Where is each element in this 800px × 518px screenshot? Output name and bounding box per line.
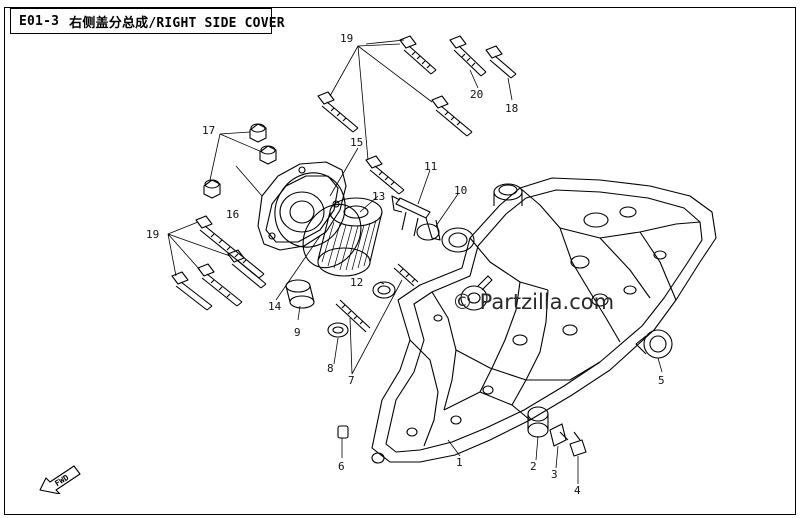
stud-bolt-7-b[interactable]	[393, 263, 419, 287]
bolt-19-top-c[interactable]	[431, 95, 473, 137]
dowel-pin-6[interactable]	[337, 425, 349, 439]
right-side-cover[interactable]	[371, 177, 717, 464]
diagram-title-text: 右侧盖分总成/RIGHT SIDE COVER	[69, 15, 285, 31]
bolt-19-left-c[interactable]	[197, 263, 243, 307]
watermark: © Partzilla.com	[452, 290, 615, 314]
diagram-frame	[4, 7, 796, 515]
drain-bolt-4[interactable]	[559, 431, 587, 457]
oil-filter-element-13[interactable]	[317, 197, 383, 277]
o-ring-14[interactable]	[291, 193, 373, 279]
bolt-19-left-a[interactable]	[195, 215, 265, 279]
o-ring-12[interactable]	[372, 281, 396, 299]
collar-9[interactable]	[285, 279, 315, 309]
callout-7: 7	[348, 374, 355, 387]
callout-14: 14	[268, 300, 282, 313]
o-ring-10[interactable]	[416, 223, 440, 241]
callout-15: 15	[350, 136, 363, 149]
nut-17-a[interactable]	[249, 123, 267, 143]
callout-20: 20	[470, 88, 483, 101]
bolt-19-top-d[interactable]	[365, 155, 405, 195]
oil-filter-cover-16[interactable]	[257, 161, 347, 251]
callout-6: 6	[338, 460, 345, 473]
callout-10: 10	[454, 184, 467, 197]
callout-11: 11	[424, 160, 437, 173]
leader-lines	[235, 69, 663, 484]
bolt-19-left-d[interactable]	[171, 271, 213, 311]
callout-16: 16	[226, 208, 239, 221]
bolt-19-top-a[interactable]	[399, 35, 437, 75]
callout-19-left: 19	[146, 228, 159, 241]
nut-17-c[interactable]	[203, 179, 221, 199]
dipstick-11[interactable]	[391, 195, 441, 241]
callout-labels: 19 20 18 17 16 15 11 10 13 19 14 12 9 8 …	[146, 32, 665, 497]
bolt-19-top-b[interactable]	[317, 91, 359, 133]
callout-8: 8	[327, 362, 334, 375]
callout-13: 13	[372, 190, 385, 203]
oil-seal-5[interactable]	[635, 329, 673, 359]
callout-5: 5	[658, 374, 665, 387]
callout-3: 3	[551, 468, 558, 481]
bolt-20[interactable]	[449, 35, 487, 77]
stud-bolt-7-a[interactable]	[335, 299, 371, 333]
forward-arrow: FWD	[38, 462, 84, 498]
nut-17-b[interactable]	[259, 145, 277, 165]
callout-17: 17	[202, 124, 215, 137]
diagram-code: E01-3	[19, 13, 60, 29]
diagram-title: E01-3 右侧盖分总成/RIGHT SIDE COVER	[10, 8, 285, 34]
callout-12: 12	[350, 276, 363, 289]
plug-3[interactable]	[549, 423, 567, 447]
callout-9: 9	[294, 326, 301, 339]
bolt-19-left-b[interactable]	[227, 249, 267, 289]
callout-18: 18	[505, 102, 518, 115]
washer-8[interactable]	[327, 322, 349, 338]
bolt-18[interactable]	[485, 45, 517, 79]
callout-4: 4	[574, 484, 581, 497]
callout-19-top: 19	[340, 32, 353, 45]
o-ring-15[interactable]	[262, 160, 359, 260]
callout-1: 1	[456, 456, 463, 469]
callout-2: 2	[530, 460, 537, 473]
